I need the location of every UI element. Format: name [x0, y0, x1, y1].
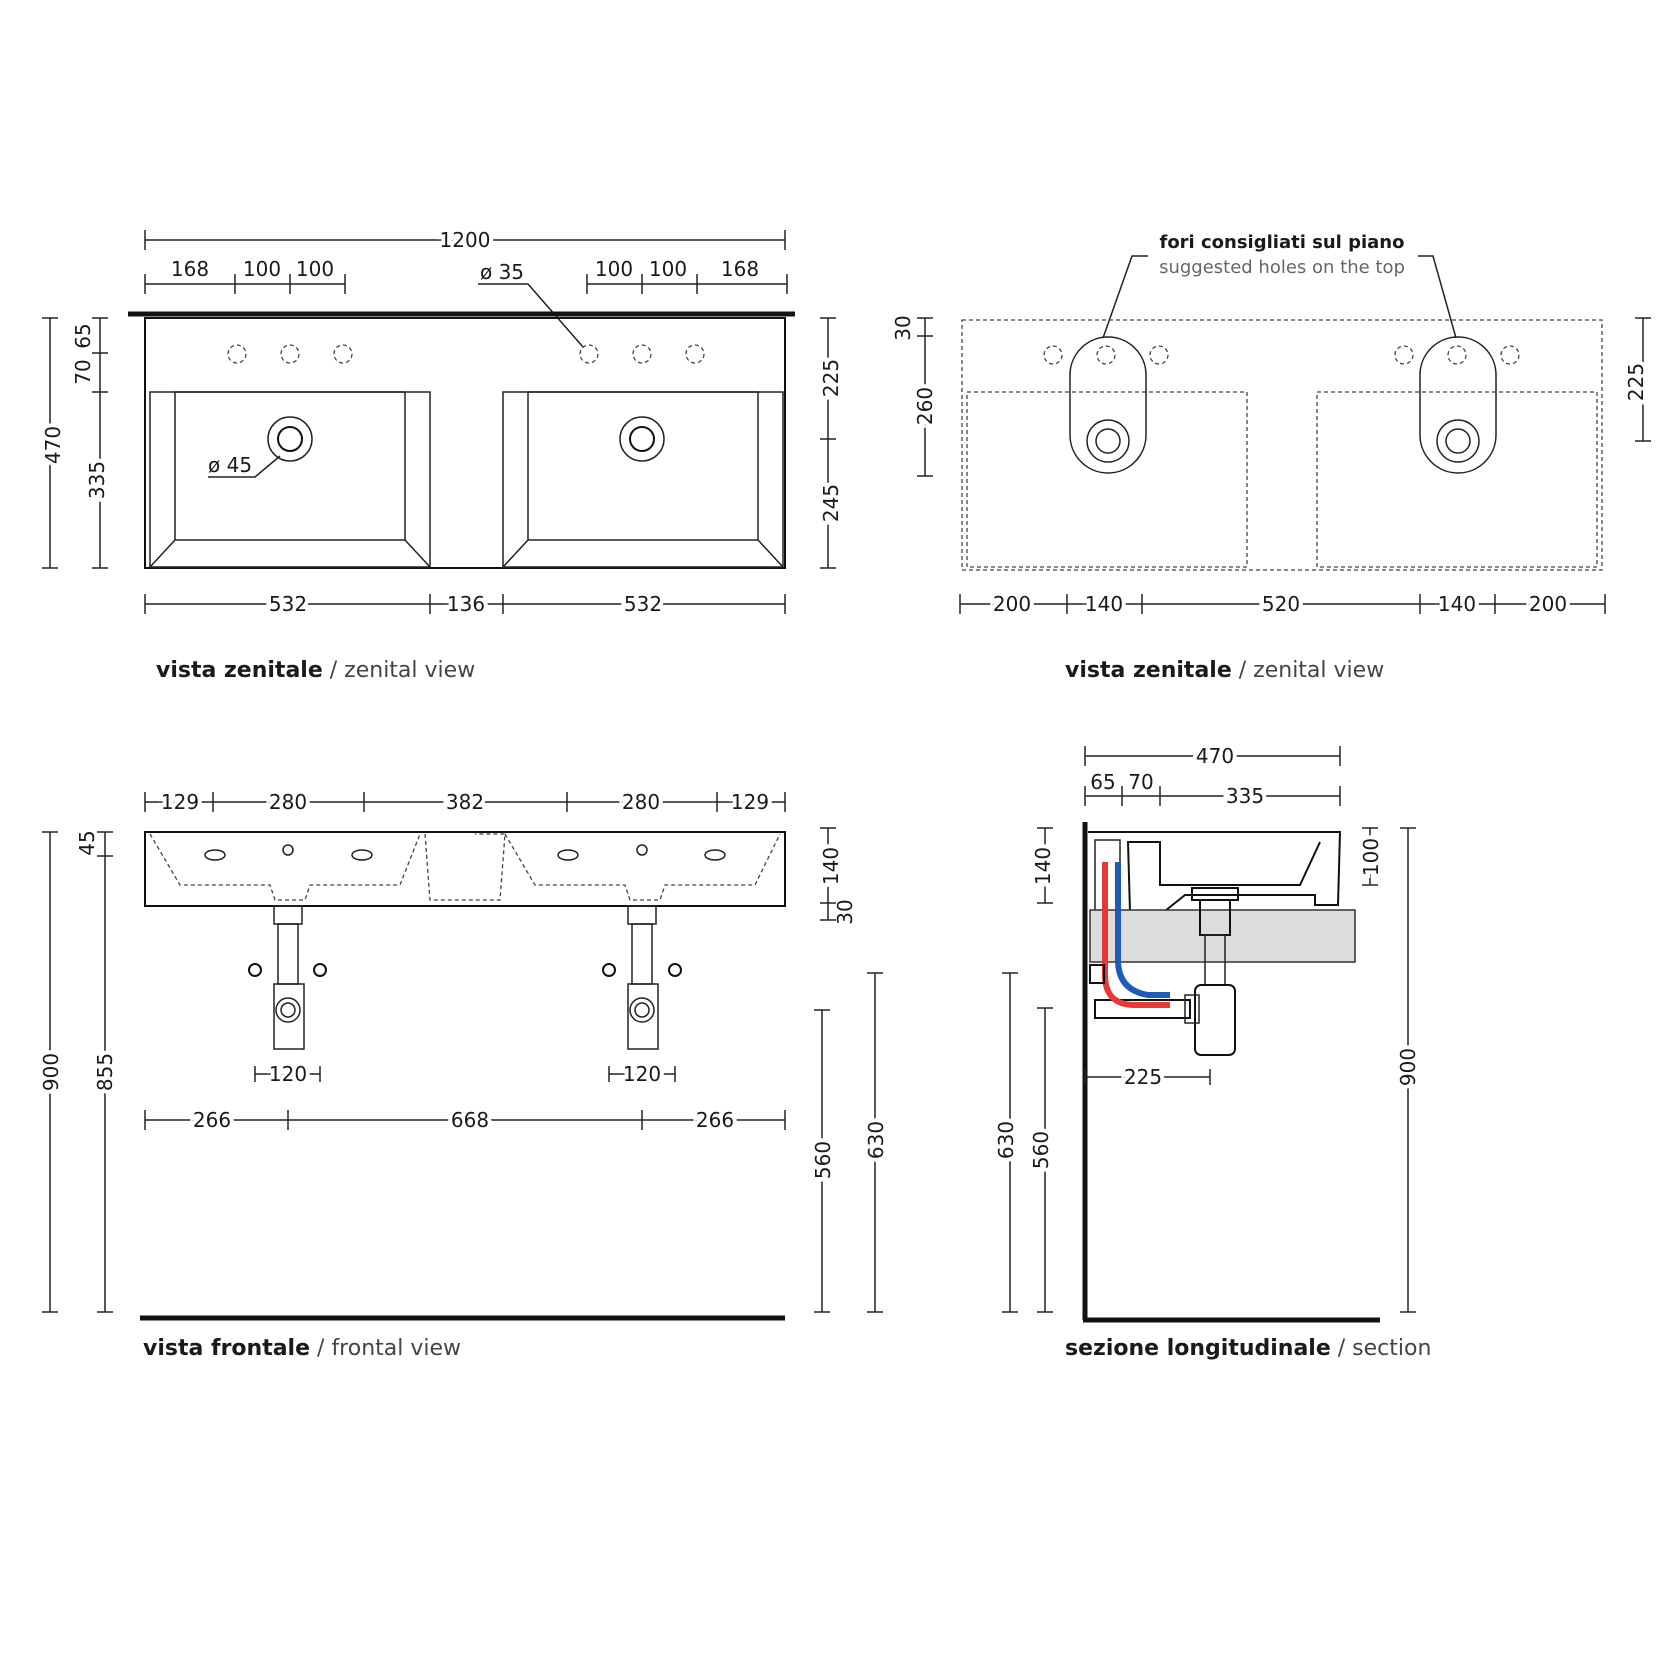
dim-520: 520	[1262, 592, 1300, 616]
note-title: fori consigliati sul piano	[1159, 232, 1404, 253]
tap-hole	[227, 344, 247, 364]
note-subtitle: suggested holes on the top	[1159, 257, 1405, 278]
dim-382: 382	[446, 790, 484, 814]
dim-280-right: 280	[622, 790, 660, 814]
dim-668: 668	[451, 1108, 489, 1132]
dim-140-right: 140	[1438, 592, 1476, 616]
top-left-zenital-view: 1200 168 100 100 ø 35 100 100 168	[37, 224, 847, 683]
dim-140-section: 140	[1031, 847, 1055, 885]
suggested-slot-left	[1069, 336, 1147, 474]
tap-hole	[685, 344, 705, 364]
dim-70: 70	[71, 359, 95, 384]
dim-280-left: 280	[269, 790, 307, 814]
dim-855: 855	[93, 1053, 117, 1091]
dim-532-right: 532	[624, 592, 662, 616]
dim-1200: 1200	[440, 228, 491, 252]
trap-section	[1194, 984, 1236, 1056]
dim-140-left: 140	[1085, 592, 1123, 616]
dim-65: 65	[71, 323, 95, 348]
dim-630-front: 630	[864, 1121, 888, 1159]
dim-100-section: 100	[1359, 838, 1383, 876]
basin-section	[1088, 831, 1342, 917]
dim-470-section: 470	[1196, 744, 1234, 768]
dim-560-section: 560	[1029, 1131, 1053, 1169]
dim-140-front: 140	[819, 847, 843, 885]
caption-top-right: vista zenitale / zenital view	[1065, 658, 1384, 683]
dim-260: 260	[913, 387, 937, 425]
tap-hole	[579, 344, 599, 364]
basin-outline	[144, 317, 786, 569]
siphon-left	[248, 905, 327, 1050]
dim-136: 136	[447, 592, 485, 616]
drain-right	[619, 416, 665, 462]
suggested-slot-right	[1419, 336, 1497, 474]
dim-335: 335	[85, 461, 109, 499]
dim-129-left: 129	[161, 790, 199, 814]
bottom-left-frontal-view: 129 280 382 280 129 120	[35, 786, 892, 1361]
dim-900-section: 900	[1396, 1048, 1420, 1086]
dim-335-section: 335	[1226, 784, 1264, 808]
dim-drain-diameter: ø 45	[208, 453, 252, 477]
dim-630-section: 630	[994, 1121, 1018, 1159]
dim-120-right: 120	[623, 1062, 661, 1086]
dim-70-section: 70	[1128, 770, 1153, 794]
note-leader-right	[1418, 255, 1457, 339]
dim-900-left: 900	[39, 1053, 63, 1091]
basin-front	[144, 831, 786, 907]
dim-120-left: 120	[269, 1062, 307, 1086]
top-right-zenital-view: fori consigliati sul piano suggested hol…	[891, 232, 1652, 683]
dim-245: 245	[819, 484, 843, 522]
dim-45: 45	[75, 830, 99, 855]
top-outline-dashed	[961, 319, 1603, 571]
tap-hole	[280, 344, 300, 364]
caption-top-left: vista zenitale / zenital view	[156, 658, 475, 683]
hole-diameter-leader	[478, 283, 584, 348]
dim-225-right: 225	[1624, 363, 1648, 401]
dim-100-left-b: 100	[296, 257, 334, 281]
dim-266-left: 266	[193, 1108, 231, 1132]
dim-560-front: 560	[811, 1141, 835, 1179]
tap-hole	[333, 344, 353, 364]
tap-hole	[632, 344, 652, 364]
dim-100-right-a: 100	[595, 257, 633, 281]
caption-bottom-left: vista frontale / frontal view	[143, 1336, 461, 1361]
drain-left	[267, 416, 313, 462]
dim-168-left: 168	[171, 257, 209, 281]
dim-30: 30	[891, 315, 915, 340]
caption-bottom-right: sezione longitudinale / section	[1065, 1336, 1431, 1361]
dim-30-front: 30	[833, 899, 857, 924]
dim-hole-diameter: ø 35	[480, 260, 524, 284]
dim-470: 470	[41, 426, 65, 464]
dim-200-left: 200	[993, 592, 1031, 616]
dim-225: 225	[819, 359, 843, 397]
cold-water-pipe	[1115, 862, 1170, 998]
bottom-right-section: 470 65 70 335 140 630 560	[990, 740, 1431, 1361]
note-leader-left	[1102, 255, 1148, 339]
dim-266-right: 266	[696, 1108, 734, 1132]
siphon-right	[602, 905, 682, 1050]
dim-168-right: 168	[721, 257, 759, 281]
dim-129-right: 129	[731, 790, 769, 814]
dim-65-section: 65	[1090, 770, 1115, 794]
dim-532-left: 532	[269, 592, 307, 616]
dim-200-right: 200	[1529, 592, 1567, 616]
dim-100-left-a: 100	[243, 257, 281, 281]
dim-225-section: 225	[1124, 1065, 1162, 1089]
dim-100-right-b: 100	[649, 257, 687, 281]
